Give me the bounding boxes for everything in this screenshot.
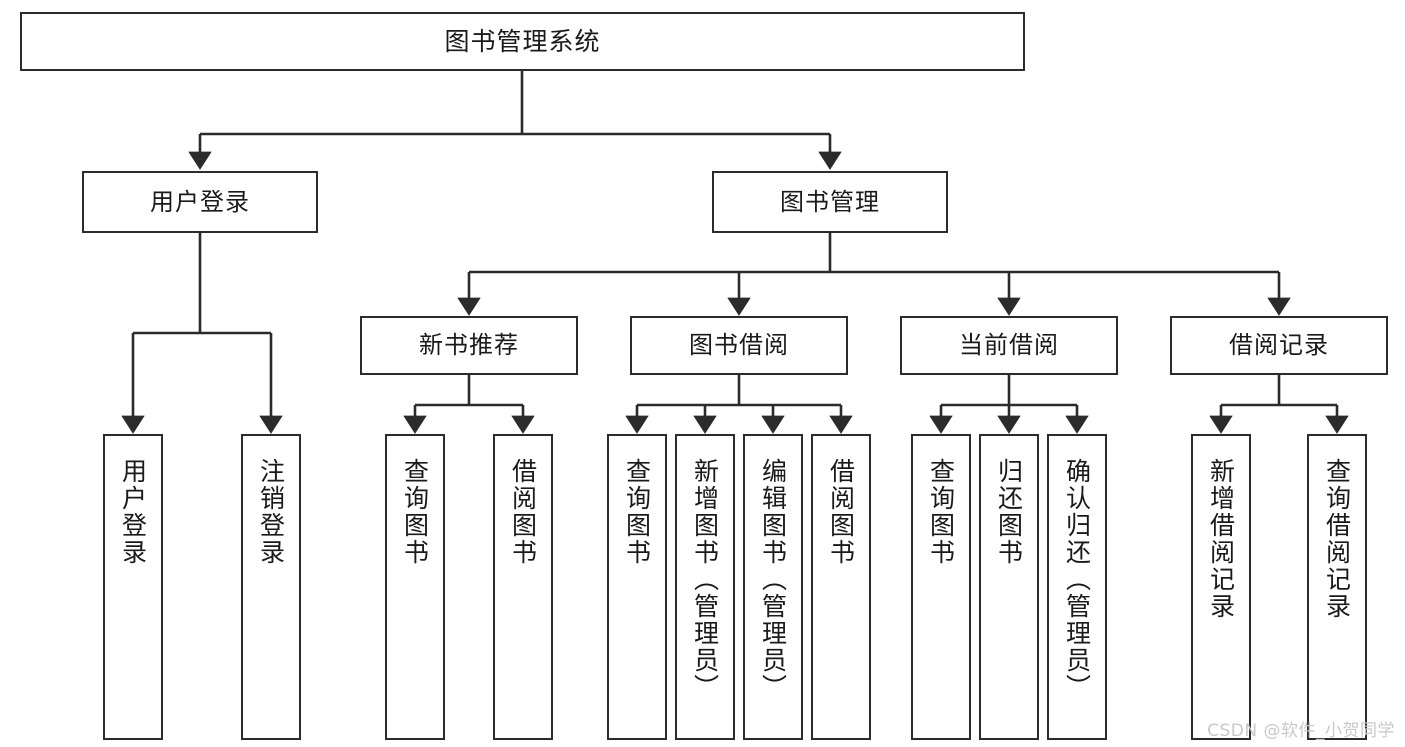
node-root[interactable]: 图书管理系统 [20, 12, 1025, 71]
node-leaf-user-logout[interactable]: 注销登录 [241, 434, 301, 740]
node-leaf-current-return-book-label: 归还图书 [994, 458, 1024, 566]
node-leaf-record-add[interactable]: 新增借阅记录 [1191, 434, 1251, 740]
node-leaf-current-confirm-return[interactable]: 确认归还（管理员） [1047, 434, 1107, 740]
node-leaf-user-login[interactable]: 用户登录 [103, 434, 163, 740]
node-leaf-borrow-borrow-book[interactable]: 借阅图书 [811, 434, 871, 740]
node-leaf-rec-query-book[interactable]: 查询图书 [385, 434, 445, 740]
node-book-manage[interactable]: 图书管理 [712, 171, 948, 233]
node-book-borrow[interactable]: 图书借阅 [630, 316, 848, 375]
node-new-book-recommend[interactable]: 新书推荐 [360, 316, 578, 375]
node-leaf-borrow-borrow-book-label: 借阅图书 [826, 458, 856, 566]
node-borrow-record-label: 借阅记录 [1229, 331, 1329, 360]
node-leaf-borrow-add-book-label: 新增图书（管理员） [690, 458, 720, 701]
node-leaf-current-query-book-label: 查询图书 [926, 458, 956, 566]
node-new-book-recommend-label: 新书推荐 [419, 331, 519, 360]
node-user-login-label: 用户登录 [150, 187, 250, 216]
node-leaf-rec-borrow-book[interactable]: 借阅图书 [493, 434, 553, 740]
node-leaf-borrow-add-book[interactable]: 新增图书（管理员） [675, 434, 735, 740]
node-leaf-record-add-label: 新增借阅记录 [1206, 458, 1236, 620]
node-leaf-rec-query-book-label: 查询图书 [400, 458, 430, 566]
node-book-borrow-label: 图书借阅 [689, 331, 789, 360]
node-leaf-current-query-book[interactable]: 查询图书 [911, 434, 971, 740]
node-leaf-current-confirm-return-label: 确认归还（管理员） [1062, 458, 1092, 701]
node-leaf-borrow-query-book-label: 查询图书 [622, 458, 652, 566]
node-leaf-user-login-label: 用户登录 [118, 458, 148, 566]
node-leaf-record-query[interactable]: 查询借阅记录 [1307, 434, 1367, 740]
watermark-text: CSDN @软件_小贺同学 [1207, 721, 1395, 741]
node-current-borrow[interactable]: 当前借阅 [900, 316, 1118, 375]
node-user-login[interactable]: 用户登录 [82, 171, 318, 233]
node-leaf-rec-borrow-book-label: 借阅图书 [508, 458, 538, 566]
node-leaf-record-query-label: 查询借阅记录 [1322, 458, 1352, 620]
node-book-manage-label: 图书管理 [780, 187, 880, 216]
node-current-borrow-label: 当前借阅 [959, 331, 1059, 360]
node-leaf-user-logout-label: 注销登录 [256, 458, 286, 566]
node-leaf-borrow-edit-book[interactable]: 编辑图书（管理员） [743, 434, 803, 740]
node-leaf-borrow-edit-book-label: 编辑图书（管理员） [758, 458, 788, 701]
node-root-label: 图书管理系统 [444, 26, 601, 56]
node-leaf-current-return-book[interactable]: 归还图书 [979, 434, 1039, 740]
node-borrow-record[interactable]: 借阅记录 [1170, 316, 1388, 375]
node-leaf-borrow-query-book[interactable]: 查询图书 [607, 434, 667, 740]
